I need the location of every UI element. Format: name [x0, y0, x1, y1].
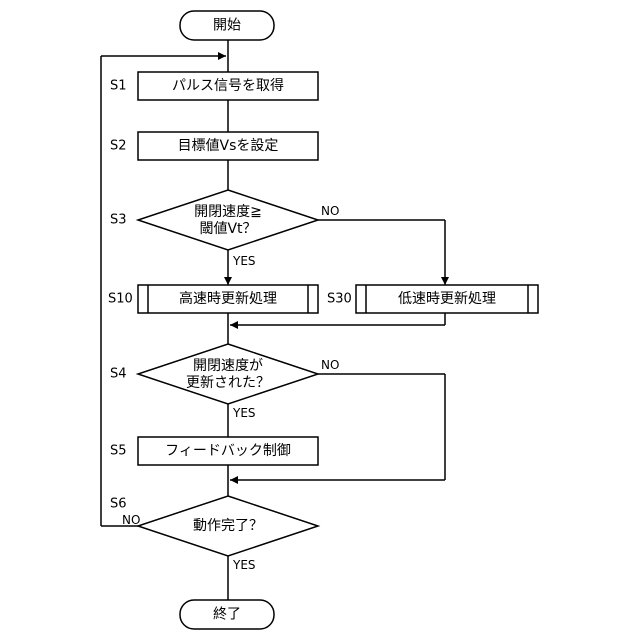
- decision-s4-label-line1: 開閉速度が: [193, 358, 263, 374]
- step-id-s30: S30: [327, 292, 352, 307]
- end-label: 終了: [213, 607, 241, 623]
- decision-s6-no-label: NO: [122, 513, 140, 527]
- decision-s4-yes-label: YES: [232, 406, 256, 420]
- step-id-s5: S5: [110, 444, 127, 459]
- step-id-s4: S4: [110, 367, 127, 382]
- decision-s3-label-line1: 開閉速度≧: [194, 204, 262, 220]
- step-id-s1: S1: [110, 79, 127, 94]
- process-s2-label: 目標値Vsを設定: [178, 138, 279, 154]
- subprocess-s10-label: 高速時更新処理: [179, 290, 277, 307]
- decision-s4: [138, 344, 318, 404]
- step-id-s6: S6: [110, 497, 127, 512]
- subprocess-s30-label: 低速時更新処理: [398, 291, 496, 307]
- start-label: 開始: [213, 18, 241, 34]
- decision-s3-label-line2: 閾値Vt？: [199, 221, 256, 237]
- decision-s3-yes-label: YES: [232, 254, 256, 268]
- step-id-s2: S2: [110, 139, 127, 154]
- decision-s6-yes-label: YES: [232, 558, 256, 572]
- decision-s3-no-label: NO: [321, 204, 339, 218]
- decision-s4-no-label: NO: [321, 358, 339, 372]
- decision-s3: [138, 190, 318, 250]
- step-id-s3: S3: [110, 213, 127, 228]
- step-id-s10: S10: [108, 292, 133, 307]
- decision-s4-label-line2: 更新された？: [186, 375, 270, 391]
- process-s1-label: パルス信号を取得: [172, 77, 284, 94]
- process-s5-label: フィードバック制御: [165, 443, 291, 459]
- decision-s6-label: 動作完了？: [193, 518, 263, 534]
